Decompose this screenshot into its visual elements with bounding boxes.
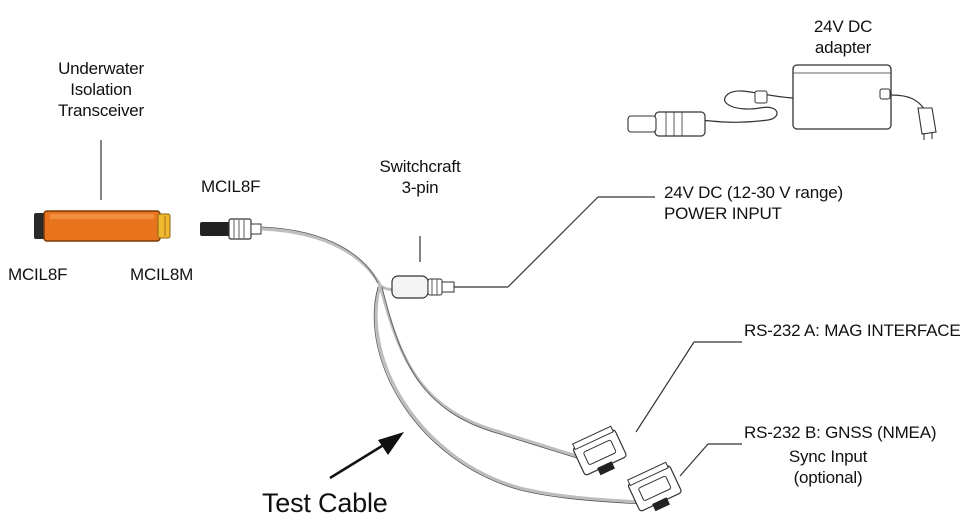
db9-connector-a <box>572 425 627 476</box>
cable-connector-label: MCIL8F <box>201 177 261 196</box>
test-cable-label: Test Cable <box>262 488 388 518</box>
rs232-a-label: RS-232 A: MAG INTERFACE <box>744 321 960 340</box>
rs232-b-sub-label: Sync Input (optional) <box>788 447 868 487</box>
transceiver-label: Underwater Isolation Transceiver <box>58 59 144 120</box>
isolation-transceiver <box>34 210 171 242</box>
adapter-label: 24V DC adapter <box>813 17 873 57</box>
rs232-b-leader <box>679 443 709 477</box>
rs232-a-leader <box>635 341 695 433</box>
test-cable-arrow <box>329 432 404 480</box>
db9-connector-b <box>627 461 682 512</box>
transceiver-left-end-label: MCIL8F <box>8 265 68 284</box>
mcil8f-cable-connector <box>200 218 262 240</box>
switchcraft-label: Switchcraft 3-pin <box>379 157 461 197</box>
switchcraft-connector <box>391 196 655 299</box>
rs232-b-label: RS-232 B: GNSS (NMEA) <box>744 423 937 442</box>
power-input-label: 24V DC (12-30 V range) POWER INPUT <box>664 183 843 223</box>
power-adapter <box>627 64 937 140</box>
transceiver-right-end-label: MCIL8M <box>130 265 194 284</box>
test-cable-outline <box>261 226 641 505</box>
